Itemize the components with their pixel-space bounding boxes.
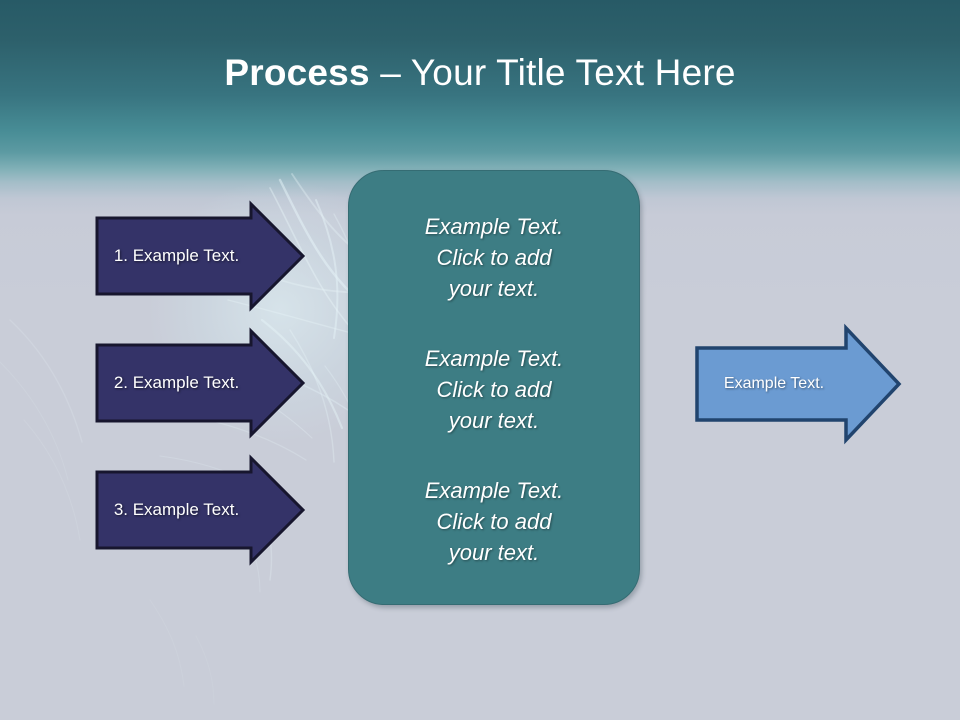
slide-title-strong: Process bbox=[224, 52, 370, 93]
process-step-arrow-2[interactable]: 2. Example Text. bbox=[95, 327, 306, 439]
center-box-paragraph-3: Example Text. Click to add your text. bbox=[424, 478, 564, 565]
arrow-right-shape-icon bbox=[95, 200, 306, 312]
slide-title: Process – Your Title Text Here bbox=[0, 50, 960, 96]
process-step-arrow-3[interactable]: 3. Example Text. bbox=[95, 454, 306, 566]
center-box-paragraph-1: Example Text. Click to add your text. bbox=[424, 214, 564, 301]
arrow-right-shape-icon bbox=[95, 454, 306, 566]
process-center-box[interactable]: Example Text. Click to add your text. Ex… bbox=[348, 170, 640, 605]
slide-title-rest: – Your Title Text Here bbox=[369, 52, 736, 93]
center-box-paragraph-2: Example Text. Click to add your text. bbox=[424, 346, 564, 433]
arrow-right-shape-icon bbox=[95, 327, 306, 439]
process-output-arrow[interactable]: Example Text. bbox=[694, 323, 902, 445]
process-step-arrow-1[interactable]: 1. Example Text. bbox=[95, 200, 306, 312]
arrow-right-shape-icon bbox=[695, 323, 902, 445]
